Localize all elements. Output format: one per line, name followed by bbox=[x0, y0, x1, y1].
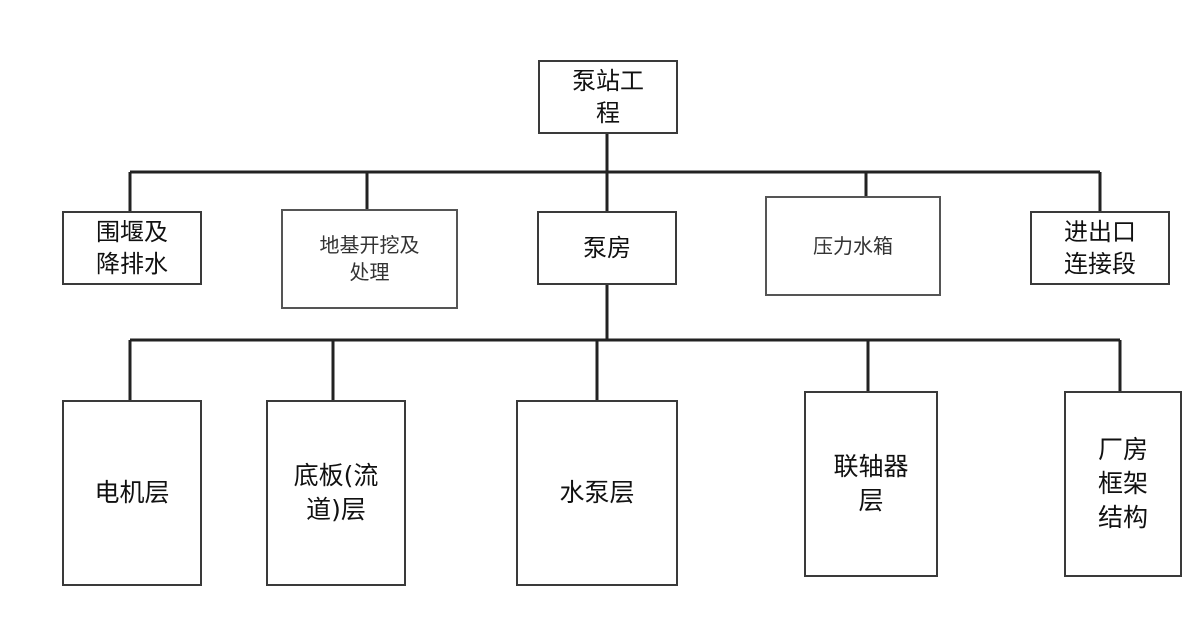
node-line: 底板(流 bbox=[293, 461, 379, 491]
node-inlet-outlet-section: 进出口 连接段 bbox=[1030, 211, 1170, 285]
node-pump-station-project: 泵站工 程 bbox=[538, 60, 678, 134]
node-motor-floor: 电机层 bbox=[62, 400, 202, 586]
node-line: 泵房 bbox=[583, 233, 631, 262]
node-line: 结构 bbox=[1097, 502, 1148, 532]
node-line: 框架 bbox=[1097, 469, 1148, 499]
node-line: 泵站工 bbox=[572, 66, 644, 95]
node-line: 处理 bbox=[349, 260, 390, 284]
node-pressure-water-tank: 压力水箱 bbox=[765, 196, 941, 296]
node-line: 压力水箱 bbox=[813, 233, 893, 258]
node-line: 层 bbox=[858, 486, 884, 515]
node-line: 降排水 bbox=[96, 250, 168, 278]
node-powerhouse-frame-structure: 厂房 框架 结构 bbox=[1064, 391, 1182, 577]
node-line: 程 bbox=[596, 99, 620, 127]
node-base-slab-channel-floor: 底板(流 道)层 bbox=[266, 400, 406, 586]
node-line: 电机层 bbox=[94, 478, 170, 508]
node-line: 围堰及 bbox=[96, 217, 168, 246]
node-line: 连接段 bbox=[1064, 250, 1136, 278]
node-pump-floor: 水泵层 bbox=[516, 400, 678, 586]
node-line: 地基开挖及 bbox=[319, 233, 420, 257]
node-coupling-floor: 联轴器 层 bbox=[804, 391, 938, 577]
node-line: 道)层 bbox=[306, 495, 366, 524]
node-line: 进出口 bbox=[1064, 217, 1136, 246]
node-foundation-excavation: 地基开挖及 处理 bbox=[281, 209, 458, 309]
node-cofferdam-dewatering: 围堰及 降排水 bbox=[62, 211, 202, 285]
node-line: 厂房 bbox=[1097, 435, 1148, 465]
node-pump-house: 泵房 bbox=[537, 211, 677, 285]
node-line: 联轴器 bbox=[833, 452, 909, 482]
node-line: 水泵层 bbox=[559, 478, 635, 508]
